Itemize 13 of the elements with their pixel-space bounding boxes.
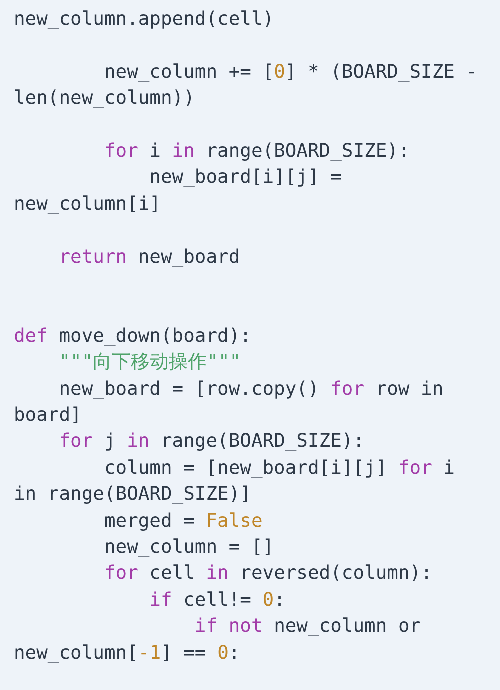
code-line: if cell!= 0: <box>148 588 286 613</box>
code-line: merged = False <box>103 510 264 534</box>
code-line: def move_down(board): <box>14 324 252 349</box>
code-line: new_column.append(cell) <box>14 8 276 32</box>
code-line: """向下移动操作""" <box>58 351 242 376</box>
code-line: new_board[i][j] = new_column[i] <box>14 166 343 217</box>
code-line: new_column += [0] * (BOARD_SIZE - len(new_column)) <box>14 60 479 112</box>
code-line: for j in range(BOARD_SIZE): <box>58 430 366 454</box>
code-line: for cell in reversed(column): <box>103 562 434 586</box>
code-line: new_column = [] <box>103 536 276 560</box>
code-line: return new_board <box>58 246 242 270</box>
code-line: for i in range(BOARD_SIZE): <box>103 140 411 164</box>
code-line: if not new_column or new_column[-1] == 0: <box>14 615 422 666</box>
